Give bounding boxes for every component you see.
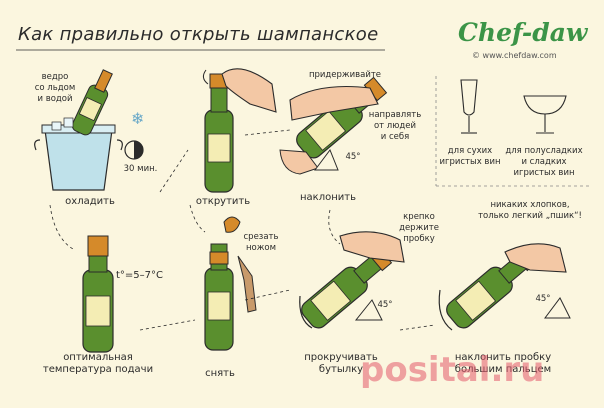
temperature-value: t°=5–7°C <box>115 270 163 281</box>
arrow-connector <box>49 204 76 251</box>
step-caption-tilt-cork: наклонить пробку большим пальцем <box>454 352 552 375</box>
arrow-connector <box>328 209 341 245</box>
rotate-illustration <box>299 231 405 329</box>
hold-note: придерживайте <box>308 70 382 80</box>
rotate-angle: 45° <box>377 300 393 310</box>
arrow-connector <box>399 324 436 331</box>
remove-foil-illustration <box>204 216 257 351</box>
flute-glass-icon <box>460 79 478 134</box>
tilt-angle: 45° <box>345 152 361 162</box>
tilt-illustration <box>279 76 388 175</box>
ice-bucket-illustration <box>34 69 123 191</box>
page-title: Как правильно открыть шампанское <box>18 24 379 45</box>
arrow-connector <box>244 289 291 301</box>
snowflake-icon: ❄ <box>131 109 144 128</box>
grip-note: крепко держите пробку <box>399 212 439 244</box>
glass-note-dry: для сухих игристых вин <box>439 146 501 167</box>
arrow-connector <box>189 204 206 233</box>
cut-note: срезать ножом <box>243 232 279 253</box>
step-caption-tilt: наклонить <box>300 192 356 203</box>
coupe-glass-icon <box>523 95 567 134</box>
glass-note-sweet: для полусладких и сладких игристых вин <box>505 146 583 178</box>
arrow-connector <box>244 129 291 136</box>
cooling-time: 30 мин. <box>123 164 158 174</box>
temperature-illustration <box>82 235 114 353</box>
quiet-note: никаких хлопков, только легкий „пшик“! <box>478 200 582 221</box>
step-caption-cool: охладить <box>65 196 115 207</box>
step-caption-unscrew: открутить <box>195 196 251 207</box>
brand-url: © www.chefdaw.com <box>472 51 557 60</box>
unscrew-illustration <box>202 68 277 193</box>
brand-logo: Chef-daw <box>458 18 588 47</box>
watermark: posital.ru <box>360 350 545 390</box>
step-caption-rotate: прокручивать бутылку <box>304 352 378 375</box>
timer-icon <box>124 140 144 160</box>
arrow-connector <box>139 319 196 331</box>
ice-bucket-note: ведро со льдом и водой <box>34 72 76 104</box>
tilt-cork-illustration <box>438 243 571 331</box>
direction-note: направлять от людей и себя <box>368 110 422 142</box>
cork-angle: 45° <box>535 294 551 304</box>
step-caption-remove: снять <box>205 368 235 379</box>
step-caption-temperature: оптимальная температура подачи <box>42 352 154 375</box>
arrow-connector <box>159 149 189 193</box>
